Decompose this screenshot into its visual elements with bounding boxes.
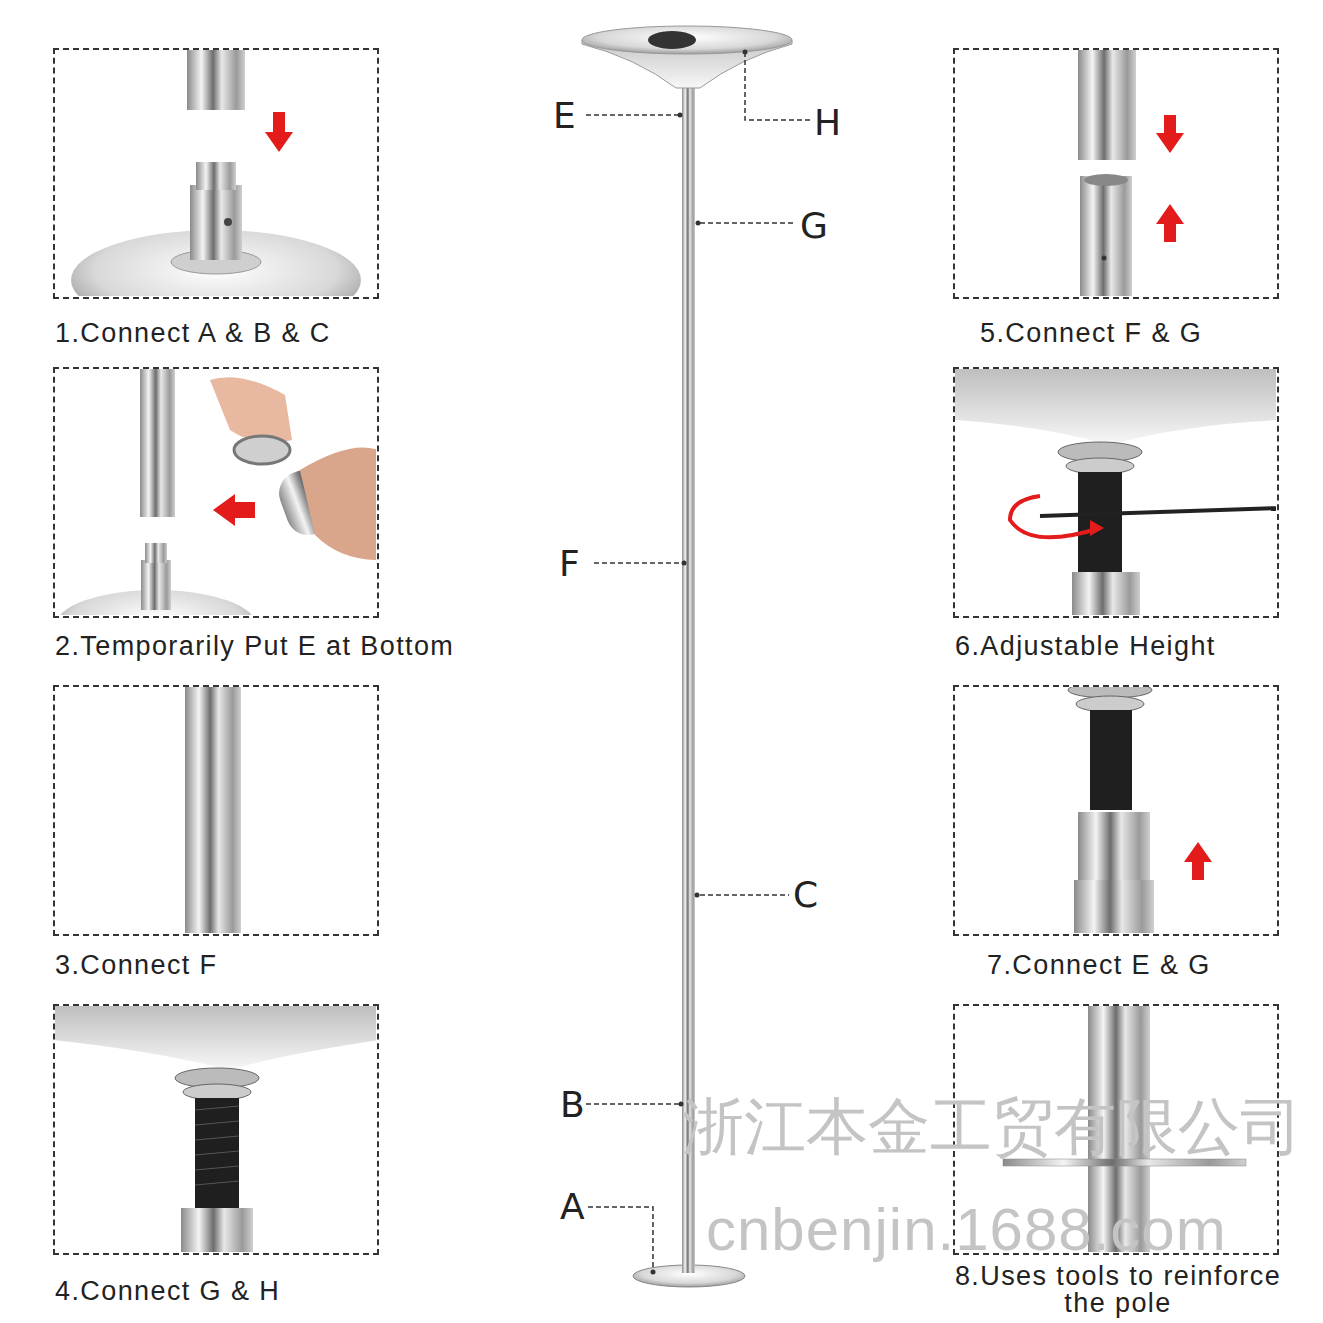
step-caption: 2.Temporarily Put E at Bottom [55,631,454,662]
part-letter: H [814,105,841,141]
step-caption: 3.Connect F [55,950,217,981]
panel-6-art [955,369,1276,615]
part-letter: G [800,208,828,244]
panel-1-art [71,50,361,296]
panel-3-art [185,687,241,933]
step-caption: 7.Connect E & G [987,950,1211,981]
step-panel: 2.Temporarily Put E at Bottom [53,367,379,618]
step-caption: 1.Connect A & B & C [55,318,331,349]
part-letter: A [560,1189,585,1225]
watermark: 浙江本金工贸有限公司 [682,1096,1302,1158]
panel-5-art [1078,50,1184,296]
step-panel: 4.Connect G & H [53,1004,379,1255]
panel-2-art [56,369,376,615]
step-caption: 8.Uses tools to reinforce the pole [945,1263,1291,1317]
part-letter: F [559,546,580,582]
panel-4-art [55,1006,376,1252]
step-panel: 5.Connect F & G [953,48,1279,299]
step-panel: 3.Connect F [53,685,379,936]
panel-7-art [1068,687,1212,933]
step-caption: 6.Adjustable Height [955,631,1216,662]
leader-lines [586,52,810,1270]
step-caption: 4.Connect G & H [55,1276,280,1307]
part-letter: C [793,877,818,913]
part-letter: E [553,98,576,134]
leader-dots [651,50,748,1275]
step-panel: 7.Connect E & G [953,685,1279,936]
step-panel: 1.Connect A & B & C [53,48,379,299]
part-letter: B [560,1087,585,1123]
watermark: cnbenjin.1688.com [706,1200,1227,1260]
step-panel: 6.Adjustable Height [953,367,1279,618]
step-caption: 5.Connect F & G [980,318,1202,349]
